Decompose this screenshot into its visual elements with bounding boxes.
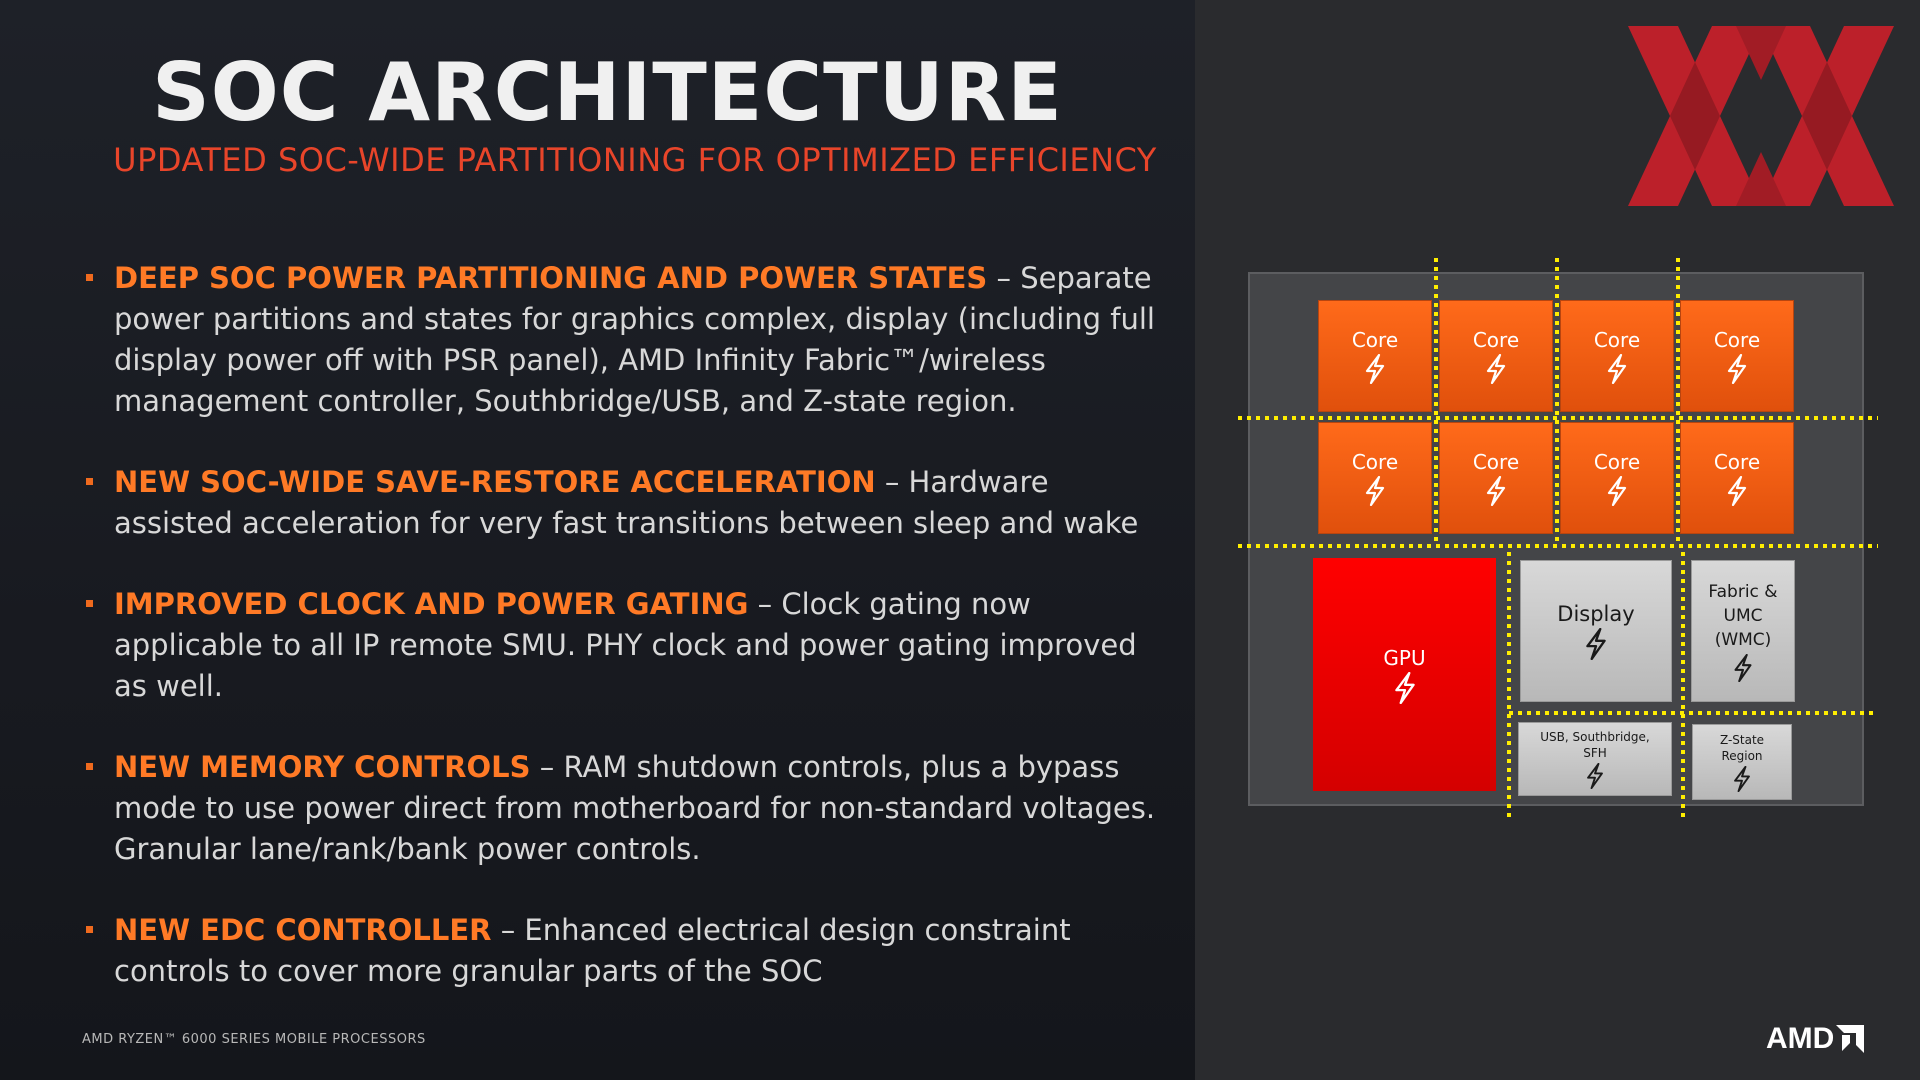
zstate-label: Region xyxy=(1721,749,1763,763)
lightning-bolt-icon xyxy=(1365,476,1385,506)
core-label: Core xyxy=(1713,328,1761,352)
fabric-umc-block: Fabric & UMC (WMC) xyxy=(1691,560,1795,702)
lightning-bolt-icon xyxy=(1586,628,1606,660)
z-state-block: Z-State Region xyxy=(1692,724,1792,800)
usb-label: SFH xyxy=(1583,746,1607,760)
bullet-list: DEEP SOC POWER PARTITIONING AND POWER ST… xyxy=(86,258,1176,992)
bullet-heading: NEW MEMORY CONTROLS xyxy=(114,750,531,784)
bullet-text: – Enhanced electrical design constraint … xyxy=(114,913,1071,988)
core-block: Core xyxy=(1680,300,1794,412)
bullet-marker xyxy=(86,274,93,281)
lightning-bolt-icon xyxy=(1486,354,1506,384)
core-block: Core xyxy=(1439,422,1553,534)
left-panel xyxy=(0,0,1195,1080)
core-label: Core xyxy=(1593,328,1641,352)
core-block: Core xyxy=(1318,422,1432,534)
bullet-heading: NEW SOC-WIDE SAVE-RESTORE ACCELERATION xyxy=(114,465,876,499)
bullet-heading: NEW EDC CONTROLLER xyxy=(114,913,492,947)
lightning-bolt-icon xyxy=(1727,476,1747,506)
usb-southbridge-block: USB, Southbridge, SFH xyxy=(1518,722,1672,796)
fabric-label: Fabric & xyxy=(1708,582,1778,602)
lightning-bolt-icon xyxy=(1587,763,1603,789)
fabric-label: (WMC) xyxy=(1714,630,1772,650)
amd-arrow-icon xyxy=(1836,1025,1865,1053)
page-subtitle: UPDATED SOC-WIDE PARTITIONING FOR OPTIMI… xyxy=(113,141,1157,179)
amd-logo-text: AMD xyxy=(1766,1022,1835,1055)
lightning-bolt-icon xyxy=(1486,476,1506,506)
bullet-heading: DEEP SOC POWER PARTITIONING AND POWER ST… xyxy=(114,261,988,295)
bullet-item: DEEP SOC POWER PARTITIONING AND POWER ST… xyxy=(86,258,1176,422)
usb-label: USB, Southbridge, xyxy=(1540,730,1650,744)
lightning-bolt-icon xyxy=(1734,766,1750,792)
core-label: Core xyxy=(1351,328,1399,352)
core-label: Core xyxy=(1713,450,1761,474)
bullet-item: IMPROVED CLOCK AND POWER GATING – Clock … xyxy=(86,584,1176,707)
lightning-bolt-icon xyxy=(1365,354,1385,384)
core-block: Core xyxy=(1439,300,1553,412)
footer-text: AMD RYZEN™ 6000 SERIES MOBILE PROCESSORS xyxy=(82,1032,426,1047)
bullet-text: – Clock gating now applicable to all IP … xyxy=(114,587,1137,703)
lightning-bolt-icon xyxy=(1734,654,1752,682)
fabric-label: UMC xyxy=(1723,606,1763,626)
amd-logo: AMD xyxy=(1766,1022,1865,1056)
bullet-text: – Separate power partitions and states f… xyxy=(114,261,1155,418)
bullet-marker xyxy=(86,600,93,607)
bullet-marker xyxy=(86,478,93,485)
bullet-item: NEW SOC-WIDE SAVE-RESTORE ACCELERATION –… xyxy=(86,462,1176,544)
page-title: SOC ARCHITECTURE xyxy=(152,46,1063,139)
lightning-bolt-icon xyxy=(1607,476,1627,506)
xx-logo-icon xyxy=(1628,26,1894,206)
core-block: Core xyxy=(1560,422,1674,534)
lightning-bolt-icon xyxy=(1607,354,1627,384)
core-label: Core xyxy=(1351,450,1399,474)
bullet-marker xyxy=(86,763,93,770)
gpu-label: GPU xyxy=(1383,645,1426,670)
bullet-item: NEW EDC CONTROLLER – Enhanced electrical… xyxy=(86,910,1176,992)
core-block: Core xyxy=(1560,300,1674,412)
bullet-text: – RAM shutdown controls, plus a bypass m… xyxy=(114,750,1156,866)
gpu-block: GPU xyxy=(1313,558,1496,791)
zstate-label: Z-State xyxy=(1719,733,1765,747)
lightning-bolt-icon xyxy=(1727,354,1747,384)
lightning-bolt-icon xyxy=(1394,671,1415,704)
display-label: Display xyxy=(1557,602,1635,626)
core-label: Core xyxy=(1593,450,1641,474)
bullet-text: – Hardware assisted acceleration for ver… xyxy=(114,465,1139,540)
display-block: Display xyxy=(1520,560,1672,702)
core-label: Core xyxy=(1472,450,1520,474)
core-block: Core xyxy=(1680,422,1794,534)
core-block: Core xyxy=(1318,300,1432,412)
bullet-item: NEW MEMORY CONTROLS – RAM shutdown contr… xyxy=(86,747,1176,870)
bullet-marker xyxy=(86,926,93,933)
bullet-heading: IMPROVED CLOCK AND POWER GATING xyxy=(114,587,749,621)
core-label: Core xyxy=(1472,328,1520,352)
